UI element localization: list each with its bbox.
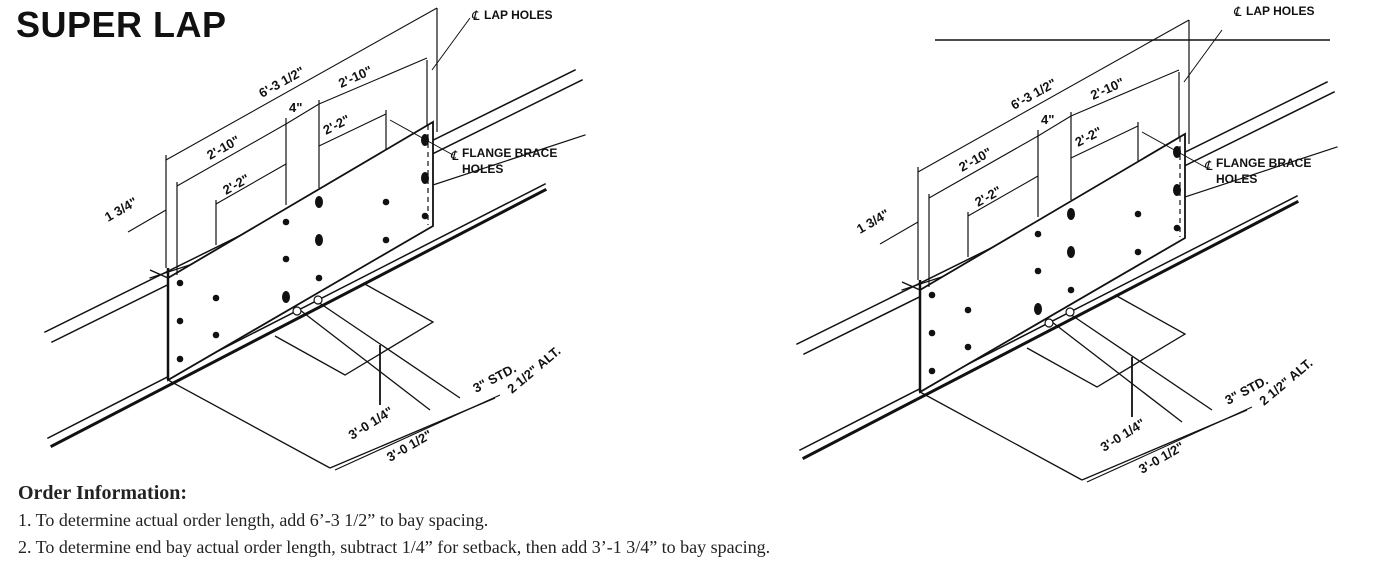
- dim-left-outer-left: 2'-10": [204, 132, 242, 162]
- dim-len-inner-left: 3'-0 1/4": [346, 403, 396, 442]
- dim-len-outer-left: 3'-0 1/2": [384, 427, 435, 465]
- order-info-line-1: 1. To determine actual order length, add…: [18, 510, 489, 530]
- dim-edge-left: 1 3/4": [102, 194, 140, 225]
- order-info-line-2: 2. To determine end bay actual order len…: [18, 537, 771, 557]
- lap-holes-label-left: LAP HOLES: [484, 8, 552, 22]
- dim-gap-left: 4": [289, 100, 302, 115]
- dim-len-inner-right: 3'-0 1/4": [1098, 415, 1148, 454]
- order-info-heading: Order Information:: [18, 482, 188, 504]
- lap-holes-label-right: LAP HOLES: [1246, 4, 1314, 18]
- dim-right-outer-left: 2'-10": [336, 63, 374, 91]
- cl-symbol-right-lap: ℄: [1233, 4, 1242, 19]
- dim-edge-right: 1 3/4": [854, 206, 892, 237]
- flange-brace-label-right-2: HOLES: [1216, 172, 1257, 186]
- flange-brace-label-right-1: FLANGE BRACE: [1216, 156, 1311, 170]
- dim-left-inner-left: 2'-2": [220, 171, 252, 198]
- right-detail: ℄ LAP HOLES ℄ FLANGE BRACE HOLES 6'-3 1/…: [795, 4, 1339, 484]
- dim-len-outer-right: 3'-0 1/2": [1136, 439, 1187, 477]
- cl-symbol-right-brace: ℄: [1204, 158, 1213, 173]
- dim-right-inner-left: 2'-2": [321, 112, 353, 138]
- order-information: Order Information: 1. To determine actua…: [18, 479, 770, 561]
- dim-gap-right: 4": [1041, 112, 1054, 127]
- left-detail: ℄ LAP HOLES ℄ FLANGE BRACE HOLES 6'-3 1/…: [43, 6, 587, 472]
- page-title: SUPER LAP: [16, 4, 227, 45]
- dim-right-outer-right: 2'-10": [1088, 75, 1126, 103]
- flange-brace-label-left-2: HOLES: [462, 162, 503, 176]
- cl-symbol-left-brace: ℄: [450, 148, 459, 163]
- cl-symbol-left-lap: ℄: [471, 8, 480, 23]
- dim-left-outer-right: 2'-10": [956, 144, 994, 174]
- dim-left-inner-right: 2'-2": [972, 183, 1004, 210]
- dim-right-inner-right: 2'-2": [1073, 124, 1105, 150]
- flange-brace-label-left-1: FLANGE BRACE: [462, 146, 557, 160]
